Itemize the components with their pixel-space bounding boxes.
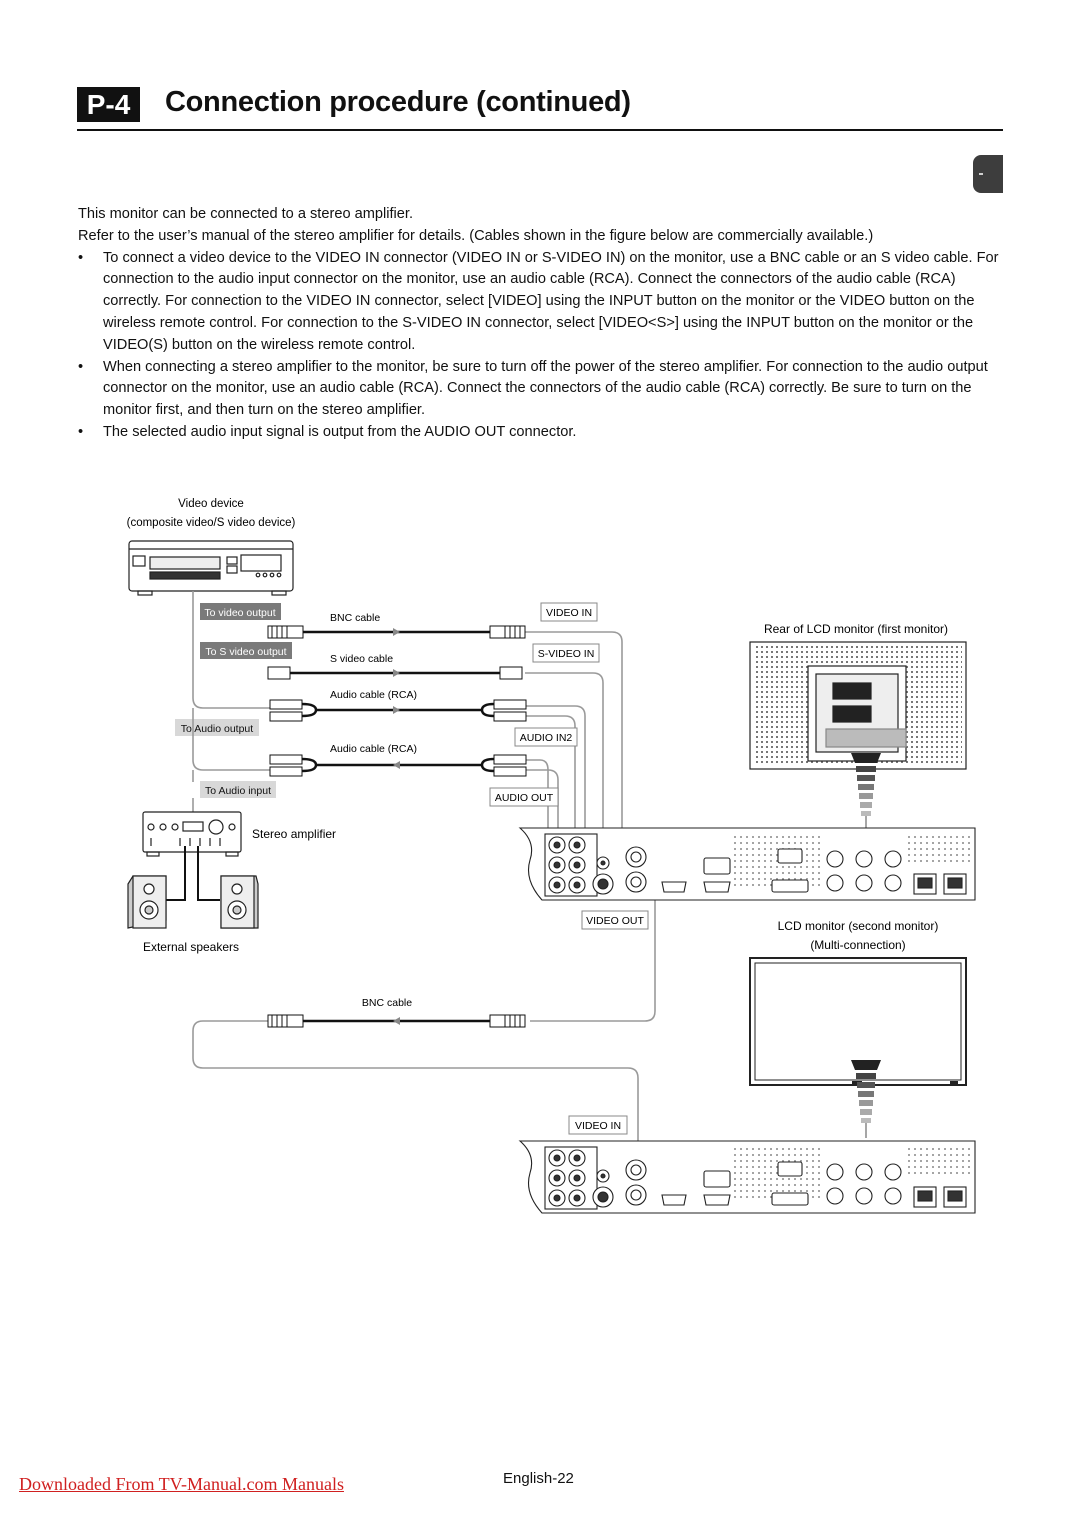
page-header: P-4 Connection procedure (continued): [77, 86, 1003, 131]
svg-text:VIDEO IN: VIDEO IN: [546, 607, 592, 619]
routing-lines: [192, 591, 656, 1165]
bullet-item: To connect a video device to the VIDEO I…: [78, 248, 1008, 357]
video-out-tag: VIDEO OUT: [581, 910, 649, 930]
audio-in2-tag: AUDIO IN2: [514, 727, 578, 747]
first-monitor-rear-illustration: [749, 641, 967, 770]
audio-cable-1: [269, 699, 527, 722]
video-in-tag-2: VIDEO IN: [568, 1115, 628, 1135]
svg-text:S-VIDEO IN: S-VIDEO IN: [538, 648, 595, 660]
speaker-right-illustration: [220, 875, 259, 929]
to-s-video-output-tag: To S video output: [200, 642, 292, 659]
second-monitor-sublabel: (Multi-connection): [810, 938, 905, 952]
section-badge: P-4: [77, 87, 140, 122]
intro-line-2: Refer to the user’s manual of the stereo…: [78, 227, 874, 244]
svg-text:To Audio input: To Audio input: [205, 785, 271, 797]
video-device-label: Video device: [178, 498, 244, 510]
s-video-in-tag: S-VIDEO IN: [532, 643, 600, 663]
body-text: This monitor can be connected to a stere…: [78, 204, 1008, 444]
zoom-indicator-1: [851, 753, 881, 828]
stereo-amplifier-illustration: [142, 811, 242, 857]
bnc-cable-label-2: BNC cable: [362, 997, 412, 1009]
bullet-item: The selected audio input signal is outpu…: [78, 422, 1008, 444]
zoom-indicator-2: [851, 1060, 881, 1138]
page-number: English-22: [503, 1470, 574, 1487]
svg-text:AUDIO OUT: AUDIO OUT: [495, 792, 554, 804]
bnc-cable-2: [267, 1014, 526, 1028]
bnc-cable-1: [267, 625, 526, 639]
bullet-item: When connecting a stereo amplifier to th…: [78, 357, 1008, 422]
connector-panel-2: [518, 1140, 976, 1214]
intro-line-1: This monitor can be connected to a stere…: [78, 206, 414, 222]
side-tab: [973, 155, 1003, 193]
external-speakers-label: External speakers: [143, 940, 239, 954]
stereo-amplifier-label: Stereo amplifier: [252, 827, 336, 841]
svg-text:To Audio output: To Audio output: [181, 723, 253, 735]
audio-cable-2: [269, 754, 527, 777]
s-video-cable: [267, 666, 523, 680]
svg-text:AUDIO IN2: AUDIO IN2: [520, 732, 573, 744]
video-in-tag: VIDEO IN: [540, 602, 598, 622]
audio-out-tag: AUDIO OUT: [489, 787, 559, 807]
to-audio-output-tag: To Audio output: [175, 719, 259, 736]
rear-monitor-label: Rear of LCD monitor (first monitor): [764, 622, 948, 636]
svg-text:To S video output: To S video output: [205, 646, 286, 658]
audio-cable-label-1: Audio cable (RCA): [330, 689, 417, 701]
bnc-cable-label: BNC cable: [330, 612, 380, 624]
speaker-cables: [163, 846, 220, 901]
audio-cable-label-2: Audio cable (RCA): [330, 743, 417, 755]
video-device-illustration: [128, 540, 294, 596]
to-video-output-tag: To video output: [200, 603, 281, 620]
bullet-list: To connect a video device to the VIDEO I…: [78, 248, 1008, 444]
speaker-left-illustration: [127, 875, 167, 929]
s-video-cable-label: S video cable: [330, 653, 393, 665]
svg-text:VIDEO OUT: VIDEO OUT: [586, 915, 644, 927]
download-source-link[interactable]: Downloaded From TV-Manual.com Manuals: [19, 1474, 344, 1494]
connector-panel-1: [518, 827, 976, 901]
video-device-sublabel: (composite video/S video device): [127, 517, 296, 529]
svg-text:VIDEO IN: VIDEO IN: [575, 1120, 621, 1132]
to-audio-input-tag: To Audio input: [200, 781, 276, 798]
page-title: Connection procedure (continued): [165, 86, 631, 118]
second-monitor-label: LCD monitor (second monitor): [778, 919, 939, 933]
svg-text:To video output: To video output: [204, 607, 275, 619]
